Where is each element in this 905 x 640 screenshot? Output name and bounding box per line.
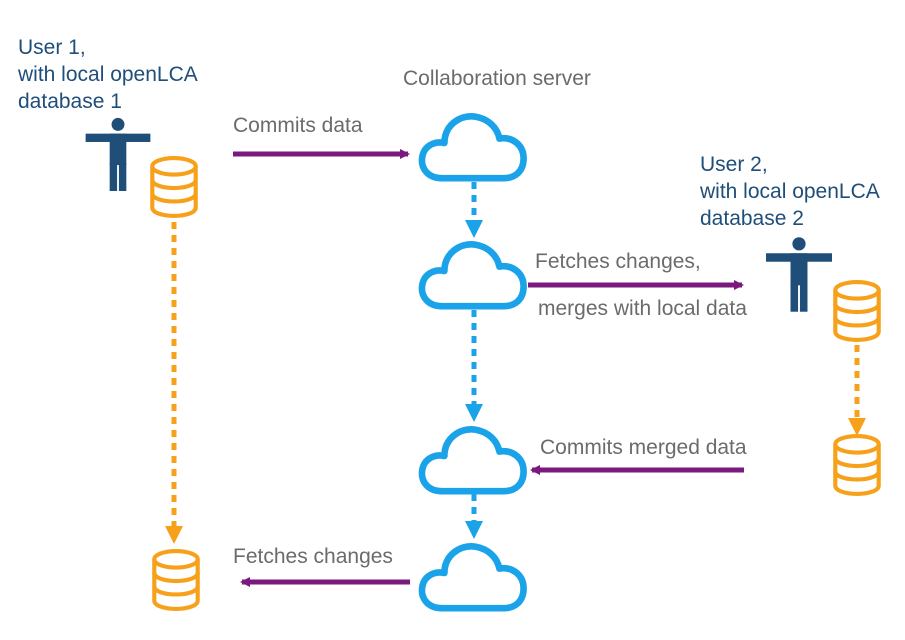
cloud-icon <box>422 244 524 306</box>
server-arrow-head-1 <box>465 220 483 238</box>
label-commits-merged: Commits merged data <box>540 436 747 459</box>
label-merges-local: merges with local data <box>538 297 747 320</box>
user2-line2: with local openLCA <box>700 180 880 203</box>
user1-person-icon <box>85 117 151 191</box>
cloud-icon <box>422 546 524 608</box>
user2-label: User 2, with local openLCA database 2 <box>700 151 880 232</box>
label-commits-data: Commits data <box>233 114 363 137</box>
user1-database-icon <box>152 158 195 216</box>
user2-database-final-icon <box>835 436 878 494</box>
user1-line3: database 1 <box>18 90 122 113</box>
user1-arrow-head <box>165 526 183 544</box>
user1-line1: User 1, <box>18 36 86 59</box>
user1-label: User 1, with local openLCA database 1 <box>18 34 198 115</box>
cloud-icon <box>422 116 524 178</box>
server-arrow-head-2 <box>465 404 483 422</box>
user2-person-icon <box>766 237 832 312</box>
user1-line2: with local openLCA <box>18 63 198 86</box>
label-fetches-changes-final: Fetches changes <box>233 545 393 568</box>
server-arrow-head-3 <box>465 521 483 539</box>
user2-database-icon <box>835 282 878 340</box>
user2-line1: User 2, <box>700 153 768 176</box>
user1-database-final-icon <box>154 551 197 609</box>
user2-line3: database 2 <box>700 207 804 230</box>
server-title: Collaboration server <box>403 67 591 90</box>
cloud-icon <box>422 429 524 491</box>
label-fetches-changes: Fetches changes, <box>535 250 701 273</box>
user2-arrow-head <box>848 418 866 436</box>
